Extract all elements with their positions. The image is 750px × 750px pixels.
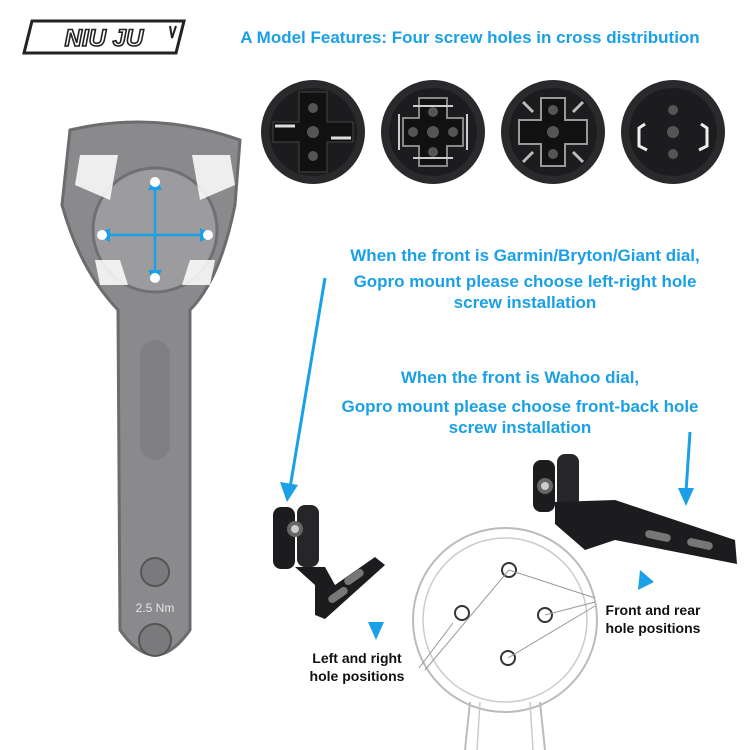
features-title: A Model Features: Four screw holes in cr… <box>240 28 700 47</box>
logo-text: NIU JU <box>65 25 144 52</box>
wahoo-note-line-3: screw installation <box>448 418 592 437</box>
left-right-marker-icon <box>368 622 384 640</box>
garmin-note-line-3: screw installation <box>453 293 597 312</box>
garmin-note-line-1: When the front is Garmin/Bryton/Giant di… <box>350 246 700 265</box>
handlebar-bracket: 2.5 Nm <box>60 120 242 657</box>
front-rear-marker-icon <box>638 570 654 590</box>
mount-row <box>261 80 725 184</box>
gopro-mount-left-right <box>273 505 385 619</box>
left-right-label-line-2: hole positions <box>309 668 405 684</box>
wahoo-note-line-2: Gopro mount please choose front-back hol… <box>341 397 699 416</box>
mount-outline-diagram <box>412 527 598 750</box>
mount-variant-1-icon <box>261 80 365 184</box>
front-rear-label-line-2: hole positions <box>605 620 701 636</box>
garmin-note-line-2: Gopro mount please choose left-right hol… <box>353 272 697 291</box>
left-hole-icon <box>454 605 470 621</box>
wahoo-note-line-1: When the front is Wahoo dial, <box>400 368 640 387</box>
gopro-mount-front-rear <box>533 454 737 564</box>
torque-label: 2.5 Nm <box>136 601 175 615</box>
mount-variant-3-icon <box>501 80 605 184</box>
front-rear-label-line-1: Front and rear <box>605 602 701 618</box>
brand-logo: NIU JU <box>22 19 186 55</box>
mount-variant-2-icon <box>381 80 485 184</box>
garmin-pointer-arrow-icon <box>288 277 327 489</box>
mount-variant-4-icon <box>621 80 725 184</box>
left-right-label-line-1: Left and right <box>312 650 402 666</box>
wahoo-pointer-arrow-icon <box>684 431 692 493</box>
